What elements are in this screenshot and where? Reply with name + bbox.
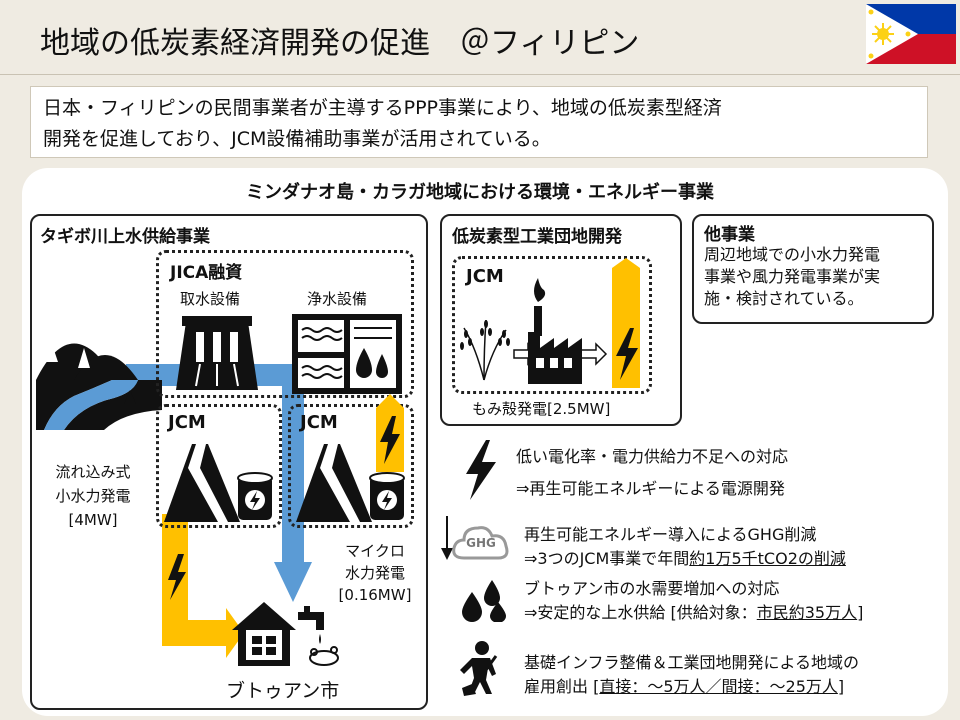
ghg-icon-text: GHG bbox=[466, 536, 496, 550]
purification-facility-icon bbox=[292, 314, 402, 394]
construction-worker-icon bbox=[460, 641, 498, 696]
water-line-2-prefix: ⇒安定的な上水供給 [供給対象： bbox=[524, 603, 757, 622]
benefit-power-line-1: 低い電化率・電力供給力不足への対応 bbox=[516, 447, 789, 466]
water-supply-target: 市民約35万人 bbox=[756, 603, 858, 622]
down-arrow-icon bbox=[441, 516, 453, 560]
benefit-ghg-line-2: ⇒3つのJCM事業で年間約1万5千tCO2の削減 bbox=[524, 548, 846, 570]
ghg-line-2-prefix: ⇒3つのJCM事業で年間 bbox=[524, 549, 690, 568]
industrial-project-title: 低炭素型工業団地開発 bbox=[452, 227, 622, 247]
micro-label-line-1: マイクロ bbox=[345, 542, 405, 560]
industrial-project-box bbox=[440, 214, 682, 426]
micro-hydro-plant-icon bbox=[296, 444, 405, 522]
jobs-line-2-suffix: ] bbox=[837, 677, 845, 696]
summary-line-1: 日本・フィリピンの民間事業者が主導するPPP事業により、地域の低炭素型経済 bbox=[43, 97, 722, 119]
hydro-capacity: [4MW] bbox=[68, 511, 118, 529]
small-hydro-plant-icon bbox=[164, 444, 273, 522]
micro-hydro-label: マイクロ 水力発電 [0.16MW] bbox=[332, 540, 418, 606]
jcm-right-box bbox=[288, 404, 414, 528]
water-project-box bbox=[30, 214, 428, 710]
jica-box bbox=[156, 250, 414, 398]
city-house-tap-icon bbox=[232, 602, 339, 666]
hydro-label-line-2: 小水力発電 bbox=[55, 487, 131, 505]
micro-capacity: [0.16MW] bbox=[338, 586, 412, 604]
rice-husk-power-icon bbox=[460, 258, 640, 388]
other-project-title: 他事業 bbox=[704, 225, 755, 245]
benefit-jobs-line-1: 基礎インフラ整備＆工業団地開発による地域の bbox=[524, 653, 860, 672]
jobs-figures: 直接：～5万人／間接：～25万人 bbox=[599, 677, 838, 696]
hydro-plant-label: 流れ込み式 小水力発電 [4MW] bbox=[36, 460, 150, 532]
benefit-power-line-2: ⇒再生可能エネルギーによる電源開発 bbox=[516, 479, 785, 498]
jcm-right-label: JCM bbox=[300, 412, 338, 433]
other-line-1: 周辺地域での小水力発電 bbox=[704, 245, 881, 264]
title-divider bbox=[0, 74, 960, 75]
benefit-water-line-2: ⇒安定的な上水供給 [供給対象：市民約35万人] bbox=[524, 602, 863, 624]
power-flow-lightning-icon bbox=[168, 554, 186, 600]
purification-label: 浄水設備 bbox=[307, 290, 368, 308]
other-line-3: 施・検討されている。 bbox=[704, 289, 864, 308]
jica-label: JICA融資 bbox=[170, 263, 243, 283]
industrial-caption: もみ殻発電[2.5MW] bbox=[472, 400, 611, 418]
water-flow-arrowhead bbox=[274, 562, 312, 602]
jobs-line-2-prefix: 雇用創出 [ bbox=[524, 677, 600, 696]
jcm-left-label: JCM bbox=[168, 412, 206, 433]
benefit-water-line-1: ブトゥアン市の水需要増加への対応 bbox=[524, 579, 780, 598]
jcm-industrial-label: JCM bbox=[466, 266, 504, 287]
water-project-title: タギボ川上水供給事業 bbox=[40, 227, 210, 247]
other-project-box bbox=[692, 214, 934, 324]
philippines-flag-icon bbox=[866, 4, 956, 64]
summary-box: 日本・フィリピンの民間事業者が主導するPPP事業により、地域の低炭素型経済 開発… bbox=[30, 86, 928, 158]
benefit-ghg-line-1: 再生可能エネルギー導入によるGHG削減 bbox=[524, 525, 817, 544]
other-line-2: 事業や風力発電事業が実 bbox=[704, 267, 881, 286]
page-title: 地域の低炭素経済開発の促進 ＠フィリピン bbox=[40, 26, 640, 61]
water-line-2-suffix: ] bbox=[857, 603, 864, 622]
mountain-river-icon bbox=[36, 343, 162, 430]
ghg-cloud-icon: GHG bbox=[452, 522, 510, 560]
ghg-reduction-amount: 約1万5千tCO2の削減 bbox=[689, 549, 846, 568]
micro-label-line-2: 水力発電 bbox=[344, 564, 405, 582]
summary-line-2: 開発を促進しており、JCM設備補助事業が活用されている。 bbox=[43, 128, 551, 150]
hydro-label-line-1: 流れ込み式 bbox=[55, 463, 131, 481]
water-drops-icon bbox=[462, 580, 506, 622]
city-label: ブトゥアン市 bbox=[226, 680, 340, 702]
jcm-left-box bbox=[156, 404, 282, 528]
panel-title: ミンダナオ島・カラガ地域における環境・エネルギー事業 bbox=[246, 182, 714, 203]
jcm-industrial-box bbox=[452, 256, 652, 394]
lightning-icon bbox=[466, 440, 496, 500]
battery-power-icon bbox=[376, 394, 404, 472]
benefit-jobs-line-2: 雇用創出 [直接：～5万人／間接：～25万人] bbox=[524, 676, 844, 698]
intake-facility-icon bbox=[176, 316, 258, 390]
intake-label: 取水設備 bbox=[180, 290, 241, 308]
other-project-text: 周辺地域での小水力発電 事業や風力発電事業が実 施・検討されている。 bbox=[704, 244, 880, 310]
